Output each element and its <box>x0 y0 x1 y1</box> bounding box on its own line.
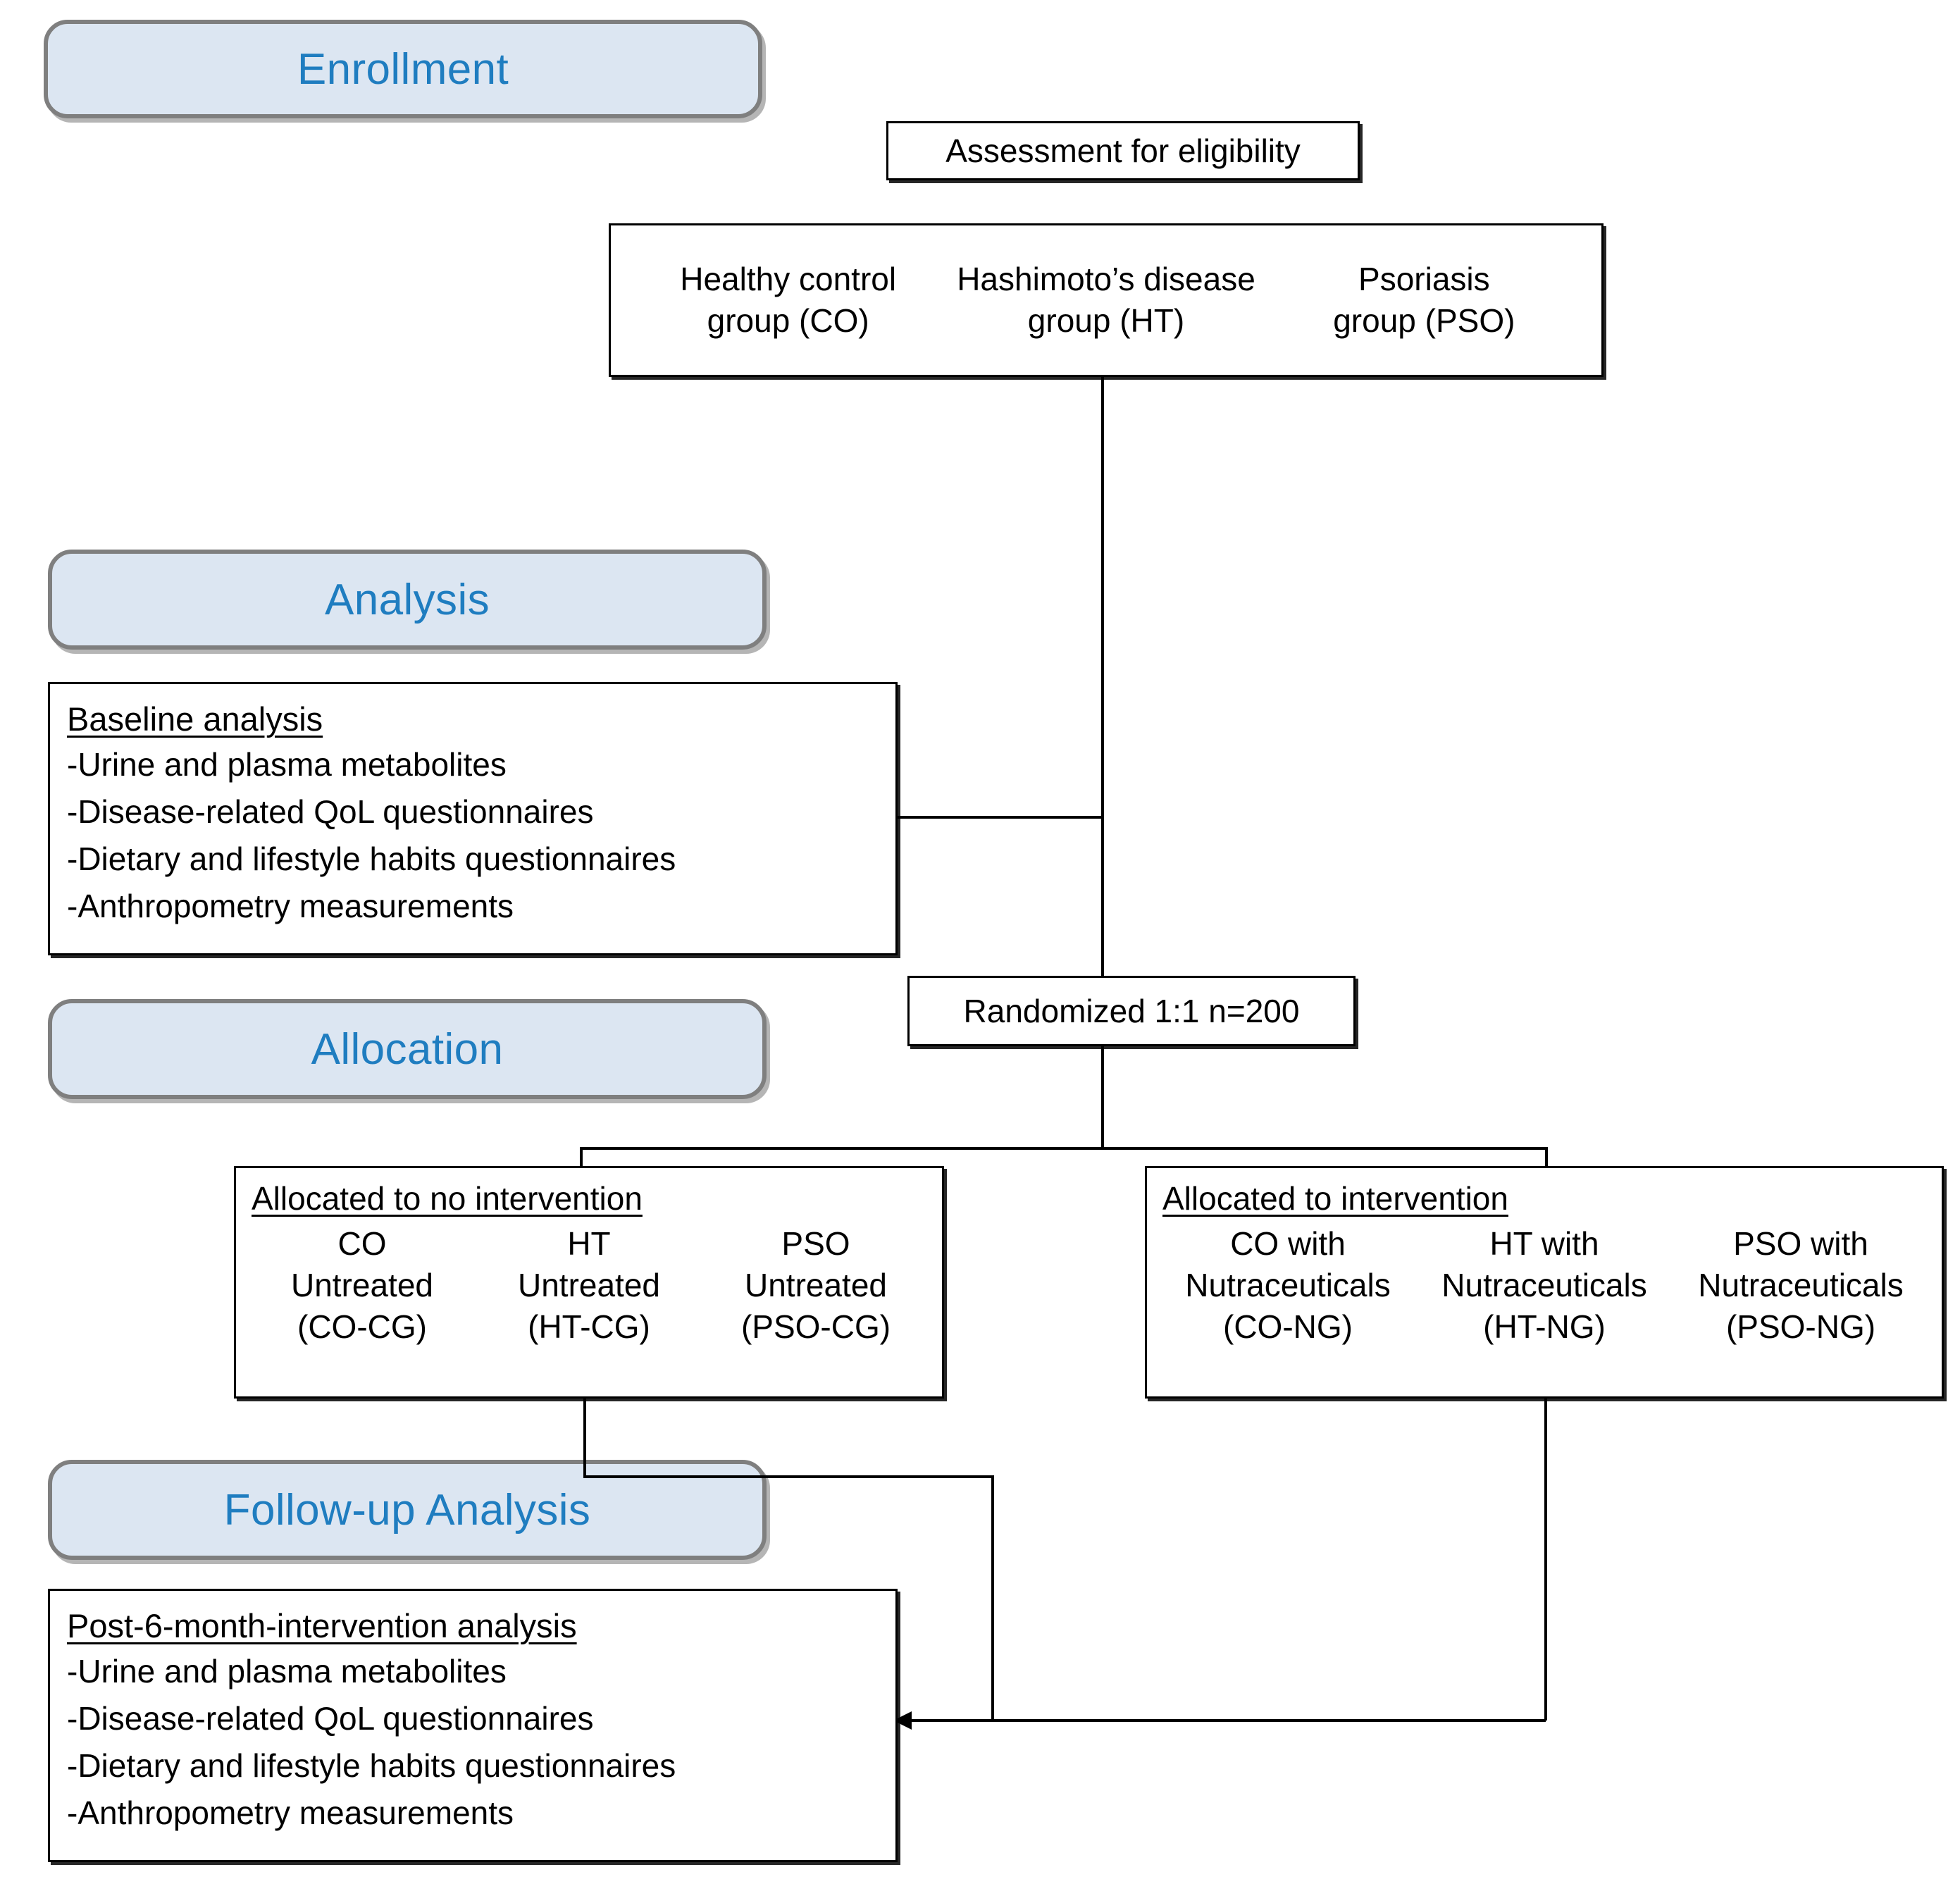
baseline-heading: Baseline analysis <box>67 700 323 738</box>
randomized-label: Randomized 1:1 n=200 <box>963 993 1300 1029</box>
arm-pso-ng-line3: (PSO-NG) <box>1725 1308 1876 1345</box>
arm-pso-ng: PSO with Nutraceuticals (PSO-NG) <box>1673 1223 1929 1348</box>
followup-item-0: -Urine and plasma metabolites <box>67 1653 507 1690</box>
group-co-line2: group (CO) <box>707 302 869 339</box>
allocated-control-arms: CO Untreated (CO-CG) HT Untreated (HT-CG… <box>236 1220 942 1348</box>
group-column-co: Healthy control group (CO) <box>629 259 947 342</box>
arm-ht-ng-line3: (HT-NG) <box>1483 1308 1606 1345</box>
arm-ht-ng-line1: HT with <box>1489 1225 1599 1262</box>
node-randomized: Randomized 1:1 n=200 <box>907 976 1356 1046</box>
node-baseline-analysis: Baseline analysis -Urine and plasma meta… <box>48 682 898 955</box>
node-allocated-no-intervention: Allocated to no intervention CO Untreate… <box>234 1166 944 1399</box>
arm-ht-ng-line2: Nutraceuticals <box>1441 1266 1647 1303</box>
arm-co-cg: CO Untreated (CO-CG) <box>249 1223 476 1348</box>
connector-allocation-split-bar <box>581 1147 1548 1150</box>
connector-randomized-to-split <box>1101 1046 1104 1148</box>
arm-pso-cg-line3: (PSO-CG) <box>740 1308 891 1345</box>
node-post-intervention-analysis: Post-6-month-intervention analysis -Urin… <box>48 1589 898 1862</box>
arm-ht-ng: HT with Nutraceuticals (HT-NG) <box>1416 1223 1673 1348</box>
arm-co-ng-line2: Nutraceuticals <box>1185 1266 1391 1303</box>
arm-co-cg-line2: Untreated <box>290 1266 433 1303</box>
connector-control-to-followup <box>991 1475 994 1720</box>
arm-co-ng-line3: (CO-NG) <box>1223 1308 1353 1345</box>
connector-control-right <box>583 1475 994 1478</box>
stage-allocation-text: Allocation <box>311 1024 504 1074</box>
allocated-control-heading: Allocated to no intervention <box>252 1180 643 1217</box>
group-co-line1: Healthy control <box>680 261 897 298</box>
baseline-item-0: -Urine and plasma metabolites <box>67 746 507 783</box>
group-pso-line2: group (PSO) <box>1333 302 1515 339</box>
connector-groups-to-randomized <box>1101 377 1104 976</box>
arm-pso-cg-line1: PSO <box>781 1225 850 1262</box>
arm-pso-cg-line2: Untreated <box>744 1266 887 1303</box>
connector-spine-to-baseline <box>896 816 1103 819</box>
arm-co-ng: CO with Nutraceuticals (CO-NG) <box>1160 1223 1416 1348</box>
group-pso-line1: Psoriasis <box>1358 261 1490 298</box>
baseline-item-2: -Dietary and lifestyle habits questionna… <box>67 841 676 877</box>
arm-ht-cg-line2: Untreated <box>517 1266 660 1303</box>
stage-label-analysis: Analysis <box>48 550 767 650</box>
arm-ht-cg: HT Untreated (HT-CG) <box>476 1223 702 1348</box>
node-assessment-for-eligibility: Assessment for eligibility <box>886 121 1360 180</box>
followup-item-2: -Dietary and lifestyle habits questionna… <box>67 1747 676 1784</box>
stage-analysis-text: Analysis <box>324 575 490 624</box>
group-ht-line2: group (HT) <box>1027 302 1185 339</box>
study-groups-columns: Healthy control group (CO) Hashimoto’s d… <box>611 225 1601 375</box>
group-column-ht: Hashimoto’s disease group (HT) <box>947 259 1265 342</box>
connector-merge-into-followup <box>910 1719 1546 1722</box>
connector-intervention-down <box>1544 1399 1547 1720</box>
assessment-label: Assessment for eligibility <box>945 132 1301 169</box>
arm-pso-ng-line1: PSO with <box>1733 1225 1868 1262</box>
node-allocated-intervention: Allocated to intervention CO with Nutrac… <box>1145 1166 1944 1399</box>
arm-co-ng-line1: CO with <box>1230 1225 1346 1262</box>
group-ht-line1: Hashimoto’s disease <box>957 261 1255 298</box>
allocated-intervention-arms: CO with Nutraceuticals (CO-NG) HT with N… <box>1147 1220 1942 1348</box>
arm-co-cg-line1: CO <box>337 1225 387 1262</box>
stage-followup-text: Follow-up Analysis <box>223 1485 591 1534</box>
arm-co-cg-line3: (CO-CG) <box>297 1308 427 1345</box>
stage-enrollment-text: Enrollment <box>297 44 509 94</box>
stage-label-enrollment: Enrollment <box>44 20 762 118</box>
followup-item-3: -Anthropometry measurements <box>67 1794 514 1831</box>
arm-pso-cg: PSO Untreated (PSO-CG) <box>702 1223 929 1348</box>
group-column-pso: Psoriasis group (PSO) <box>1265 259 1583 342</box>
arm-pso-ng-line2: Nutraceuticals <box>1698 1266 1904 1303</box>
node-study-groups: Healthy control group (CO) Hashimoto’s d… <box>609 223 1604 377</box>
baseline-item-1: -Disease-related QoL questionnaires <box>67 793 594 830</box>
baseline-item-3: -Anthropometry measurements <box>67 888 514 924</box>
connector-control-down <box>583 1399 586 1478</box>
arm-ht-cg-line3: (HT-CG) <box>528 1308 650 1345</box>
stage-label-allocation: Allocation <box>48 999 767 1099</box>
arm-ht-cg-line1: HT <box>567 1225 611 1262</box>
followup-item-1: -Disease-related QoL questionnaires <box>67 1700 594 1737</box>
followup-heading: Post-6-month-intervention analysis <box>67 1607 577 1644</box>
allocated-intervention-heading: Allocated to intervention <box>1162 1180 1508 1217</box>
